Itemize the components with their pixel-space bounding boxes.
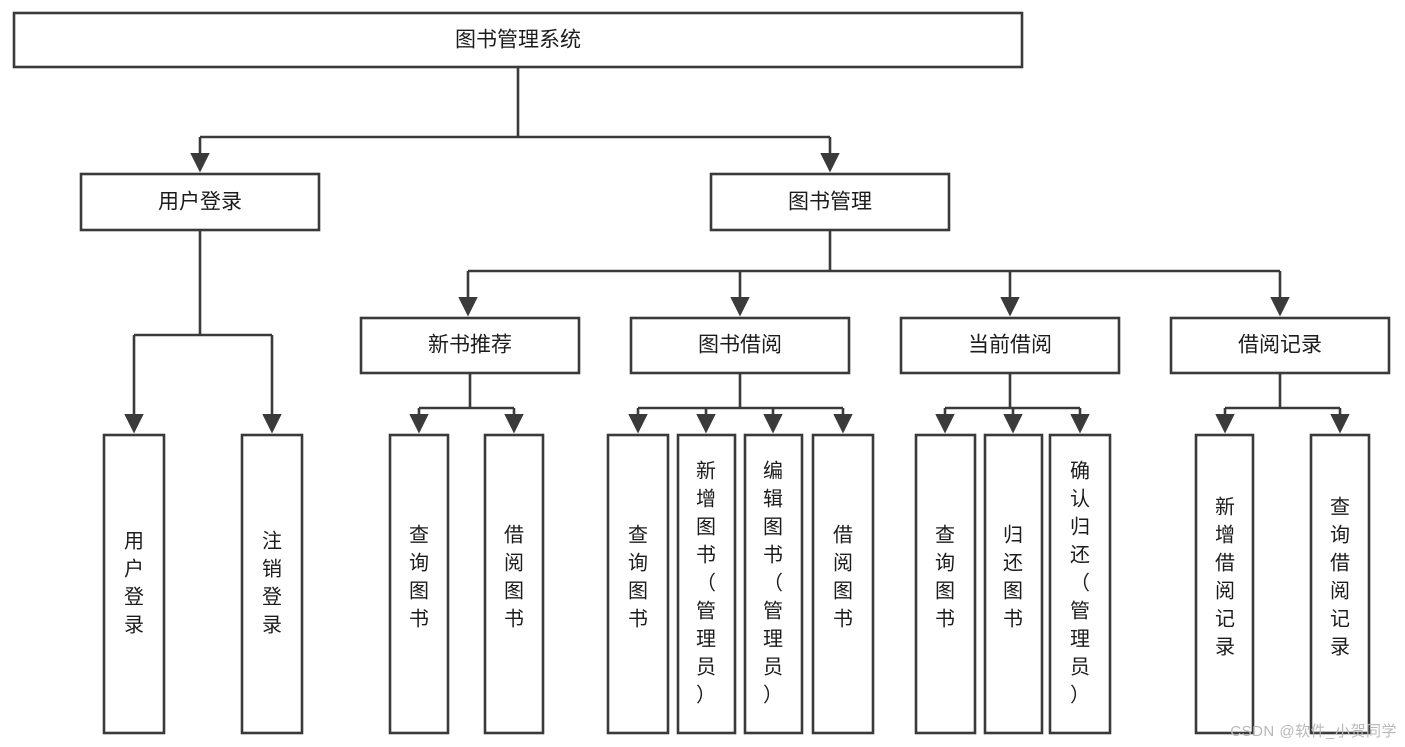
- new-book-recommend-label: 新书推荐: [428, 334, 512, 357]
- node-edit-book-admin[interactable]: 编辑图书（管理员）: [743, 433, 804, 735]
- node-add-borrow-record[interactable]: 新增借阅记录: [1194, 433, 1255, 735]
- root-box[interactable]: [12, 11, 1024, 69]
- add-book-admin-label: 新增图书（管理员）: [696, 459, 716, 706]
- node-root[interactable]: 图书管理系统: [12, 11, 1024, 69]
- borrow-record-box[interactable]: [1169, 316, 1391, 375]
- node-borrow-book-2[interactable]: 借阅图书: [811, 433, 875, 735]
- confirm-return-admin-box[interactable]: [1048, 433, 1112, 735]
- node-query-book-1[interactable]: 查询图书: [388, 433, 450, 735]
- node-confirm-return-admin[interactable]: 确认归还（管理员）: [1048, 433, 1112, 735]
- book-borrow-label: 图书借阅: [698, 334, 782, 357]
- node-query-borrow-record[interactable]: 查询借阅记录: [1309, 433, 1371, 735]
- confirm-return-admin-label: 确认归还（管理员）: [1070, 459, 1090, 706]
- new-book-recommend-box[interactable]: [359, 316, 581, 375]
- node-borrow-book-1[interactable]: 借阅图书: [483, 433, 545, 735]
- user-login-do-box[interactable]: [102, 433, 166, 735]
- node-add-book-admin[interactable]: 新增图书（管理员）: [676, 433, 737, 735]
- query-borrow-record-box[interactable]: [1309, 433, 1371, 735]
- query-book-3-label: 查询图书: [935, 523, 955, 630]
- node-user-login-do[interactable]: 用户登录: [102, 433, 166, 735]
- node-borrow-record[interactable]: 借阅记录: [1169, 316, 1391, 375]
- query-book-1-label: 查询图书: [409, 523, 429, 630]
- csdn-watermark: CSDN @软件_小贺同学: [1230, 723, 1397, 740]
- add-borrow-record-label: 新增借阅记录: [1215, 495, 1235, 658]
- query-borrow-record-label: 查询借阅记录: [1330, 495, 1350, 658]
- borrow-book-2-label: 借阅图书: [833, 523, 853, 630]
- edit-book-admin-label: 编辑图书（管理员）: [763, 459, 783, 706]
- borrow-book-1-box[interactable]: [483, 433, 545, 735]
- root-label: 图书管理系统: [455, 29, 581, 52]
- book-borrow-box[interactable]: [629, 316, 851, 375]
- node-query-book-3[interactable]: 查询图书: [914, 433, 977, 735]
- user-logout-label: 注销登录: [262, 529, 282, 636]
- borrow-book-2-box[interactable]: [811, 433, 875, 735]
- node-new-book-recommend[interactable]: 新书推荐: [359, 316, 581, 375]
- borrow-book-1-label: 借阅图书: [504, 523, 524, 630]
- borrow-record-label: 借阅记录: [1238, 334, 1322, 357]
- node-book-management[interactable]: 图书管理: [709, 172, 951, 232]
- node-current-borrow[interactable]: 当前借阅: [899, 316, 1121, 375]
- query-book-2-label: 查询图书: [628, 523, 648, 630]
- query-book-1-box[interactable]: [388, 433, 450, 735]
- query-book-3-box[interactable]: [914, 433, 977, 735]
- user-logout-box[interactable]: [240, 433, 304, 735]
- leaf-nodes: 用户登录 注销登录 查询图书 借阅图书 查询图书 新增图书（管理员） 编辑图书（…: [102, 433, 1371, 735]
- book-management-label: 图书管理: [788, 191, 872, 214]
- add-book-admin-box[interactable]: [676, 433, 737, 735]
- query-book-2-box[interactable]: [606, 433, 670, 735]
- current-borrow-label: 当前借阅: [968, 334, 1052, 357]
- return-book-label: 归还图书: [1003, 523, 1023, 630]
- user-login-do-label: 用户登录: [124, 530, 144, 636]
- node-return-book[interactable]: 归还图书: [983, 433, 1044, 735]
- current-borrow-box[interactable]: [899, 316, 1121, 375]
- node-user-logout[interactable]: 注销登录: [240, 433, 304, 735]
- book-management-box[interactable]: [709, 172, 951, 232]
- node-user-login[interactable]: 用户登录: [79, 172, 321, 232]
- node-book-borrow[interactable]: 图书借阅: [629, 316, 851, 375]
- user-login-label: 用户登录: [158, 191, 242, 214]
- edit-book-admin-box[interactable]: [743, 433, 804, 735]
- node-query-book-2[interactable]: 查询图书: [606, 433, 670, 735]
- return-book-box[interactable]: [983, 433, 1044, 735]
- add-borrow-record-box[interactable]: [1194, 433, 1255, 735]
